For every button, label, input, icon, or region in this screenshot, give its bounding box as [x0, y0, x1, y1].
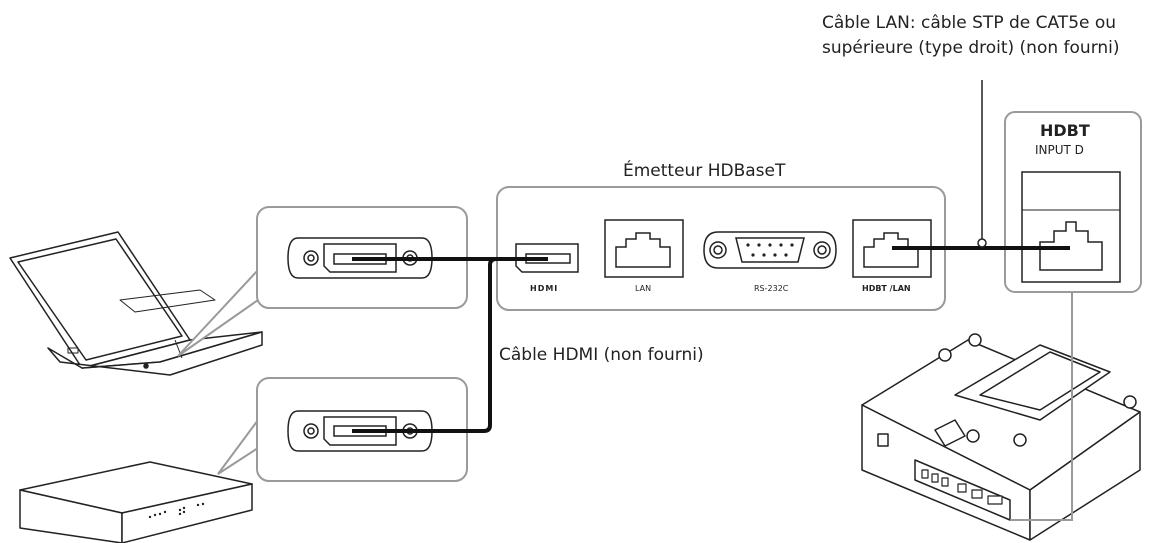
input-d-label: INPUT D [1035, 143, 1084, 157]
transmitter-label: Émetteur HDBaseT [623, 161, 786, 181]
hdbt-logo: HDBT [1040, 121, 1090, 140]
transmitter-rs232c-port [703, 231, 837, 269]
lan-port-label: LAN [635, 284, 652, 293]
rs232c-port-label: RS-232C [754, 284, 789, 293]
lan-cable-label-line2: supérieure (type droit) (non fourni) [822, 38, 1120, 58]
hdmi-cable-label: Câble HDMI (non fourni) [499, 345, 704, 365]
hdmi-cable-player [352, 257, 497, 433]
laptop-illustration [9, 231, 263, 376]
lan-cable-marker [977, 238, 987, 248]
lan-cable-label-line1: Câble LAN: câble STP de CAT5e ou [822, 13, 1117, 33]
projector-hdbt-port [1021, 171, 1121, 283]
hdmi-port-label: HDMI [530, 284, 559, 293]
bluray-player-illustration [19, 461, 253, 543]
laptop-callout-pointer [177, 269, 259, 357]
player-callout-pointer [217, 419, 259, 475]
transmitter-lan-port [604, 219, 684, 278]
projector-illustration [861, 333, 1141, 541]
projector-callout-leader [1010, 292, 1073, 521]
hdbt-lan-port-label: HDBT /LAN [862, 284, 911, 293]
